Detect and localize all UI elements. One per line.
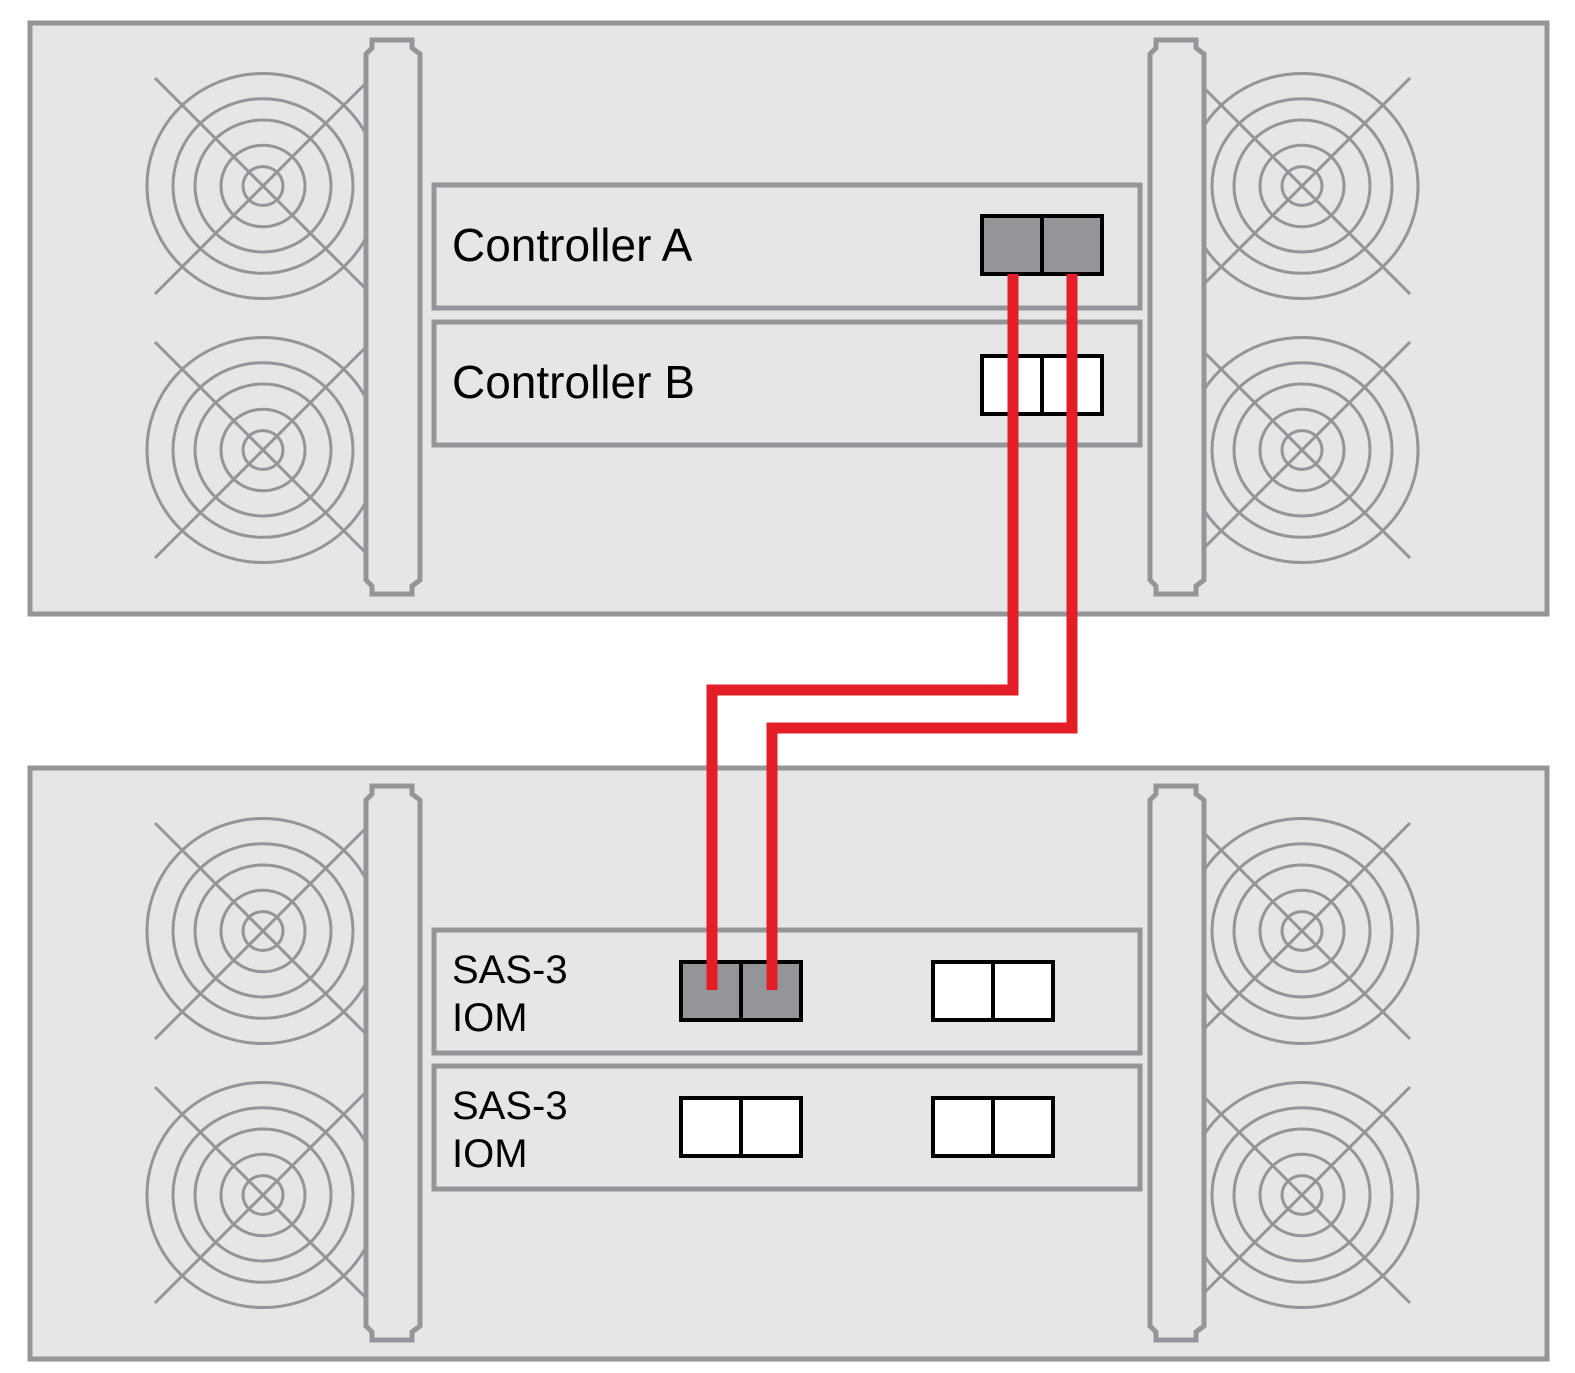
- fan-ring: [1232, 382, 1372, 518]
- fan-ring: [1210, 1106, 1394, 1284]
- iom-b-module: SAS-3 IOM: [431, 1063, 1143, 1192]
- fan-cross: [153, 821, 373, 1041]
- controller-b-label: Controller B: [452, 356, 695, 408]
- fan-ring: [1258, 888, 1346, 974]
- handle-rail-left: [363, 37, 423, 597]
- fan-ring: [1232, 1127, 1372, 1263]
- iom-a-port-4[interactable]: [991, 960, 1055, 1022]
- sas-cable-2[interactable]: [766, 274, 1078, 990]
- fan-cross: [153, 1085, 373, 1305]
- fan-ring: [241, 429, 285, 471]
- controller-b-module: Controller B: [431, 319, 1143, 448]
- fan-cross: [153, 76, 373, 296]
- fan-ring: [1258, 143, 1346, 229]
- fan-ring: [193, 118, 333, 254]
- handle-rail-right: [1147, 783, 1207, 1343]
- iom-b-port-2[interactable]: [739, 1096, 803, 1158]
- iom-b-label-line1: SAS-3: [452, 1084, 568, 1128]
- fan-icon: [1184, 1080, 1420, 1310]
- fan-ring: [219, 407, 307, 493]
- disk-shelf: SAS-3 IOM SAS-3 IOM: [27, 765, 1550, 1362]
- fan-ring: [193, 382, 333, 518]
- fan-ring: [219, 143, 307, 229]
- controller-a-label: Controller A: [452, 219, 693, 271]
- fan-ring: [1232, 863, 1372, 999]
- fan-ring: [219, 888, 307, 974]
- fan-cross: [1192, 1085, 1412, 1305]
- fan-ring: [193, 863, 333, 999]
- fan-cross: [153, 340, 373, 560]
- fan-icon: [145, 335, 381, 565]
- fan-ring: [241, 165, 285, 207]
- fan-ring: [1258, 407, 1346, 493]
- controller-shelf-chassis: [27, 20, 1550, 617]
- fan-icon: [145, 71, 381, 301]
- iom-a-port-3[interactable]: [931, 960, 995, 1022]
- fan-ring: [219, 1152, 307, 1238]
- sas-cables: [706, 274, 1078, 990]
- fan-ring: [241, 910, 285, 952]
- iom-a-label-line1: SAS-3: [452, 948, 568, 992]
- iom-b-port-4[interactable]: [991, 1096, 1055, 1158]
- fan-ring: [1280, 910, 1324, 952]
- controller-a-port-2[interactable]: [1040, 214, 1104, 276]
- fan-ring: [1232, 118, 1372, 254]
- controller-a-module: Controller A: [431, 182, 1143, 311]
- iom-b-port-3[interactable]: [931, 1096, 995, 1158]
- fan-ring: [1258, 1152, 1346, 1238]
- fan-icon: [145, 816, 381, 1046]
- handle-rail-left: [363, 783, 423, 1343]
- sas-cable-1[interactable]: [706, 274, 1019, 990]
- fan-ring: [1280, 1174, 1324, 1216]
- fan-ring: [171, 1106, 355, 1284]
- fan-ring: [1280, 165, 1324, 207]
- iom-b-port-1[interactable]: [679, 1096, 743, 1158]
- fan-ring: [241, 1174, 285, 1216]
- iom-b-label-line2: IOM: [452, 1132, 528, 1176]
- fan-ring: [1210, 97, 1394, 275]
- controller-shelf: Controller A Controller B: [27, 20, 1550, 617]
- fan-cross: [1192, 340, 1412, 560]
- fan-ring: [1280, 429, 1324, 471]
- fan-ring: [171, 97, 355, 275]
- fan-cross: [1192, 821, 1412, 1041]
- fan-ring: [193, 1127, 333, 1263]
- fan-ring: [171, 361, 355, 539]
- iom-a-module: SAS-3 IOM: [431, 927, 1143, 1056]
- fan-ring: [1210, 361, 1394, 539]
- fan-cross: [1192, 76, 1412, 296]
- iom-a-label-line2: IOM: [452, 996, 528, 1040]
- handle-rail-right: [1147, 37, 1207, 597]
- fan-ring: [171, 842, 355, 1020]
- fan-ring: [1210, 842, 1394, 1020]
- controller-a-port-1[interactable]: [980, 214, 1044, 276]
